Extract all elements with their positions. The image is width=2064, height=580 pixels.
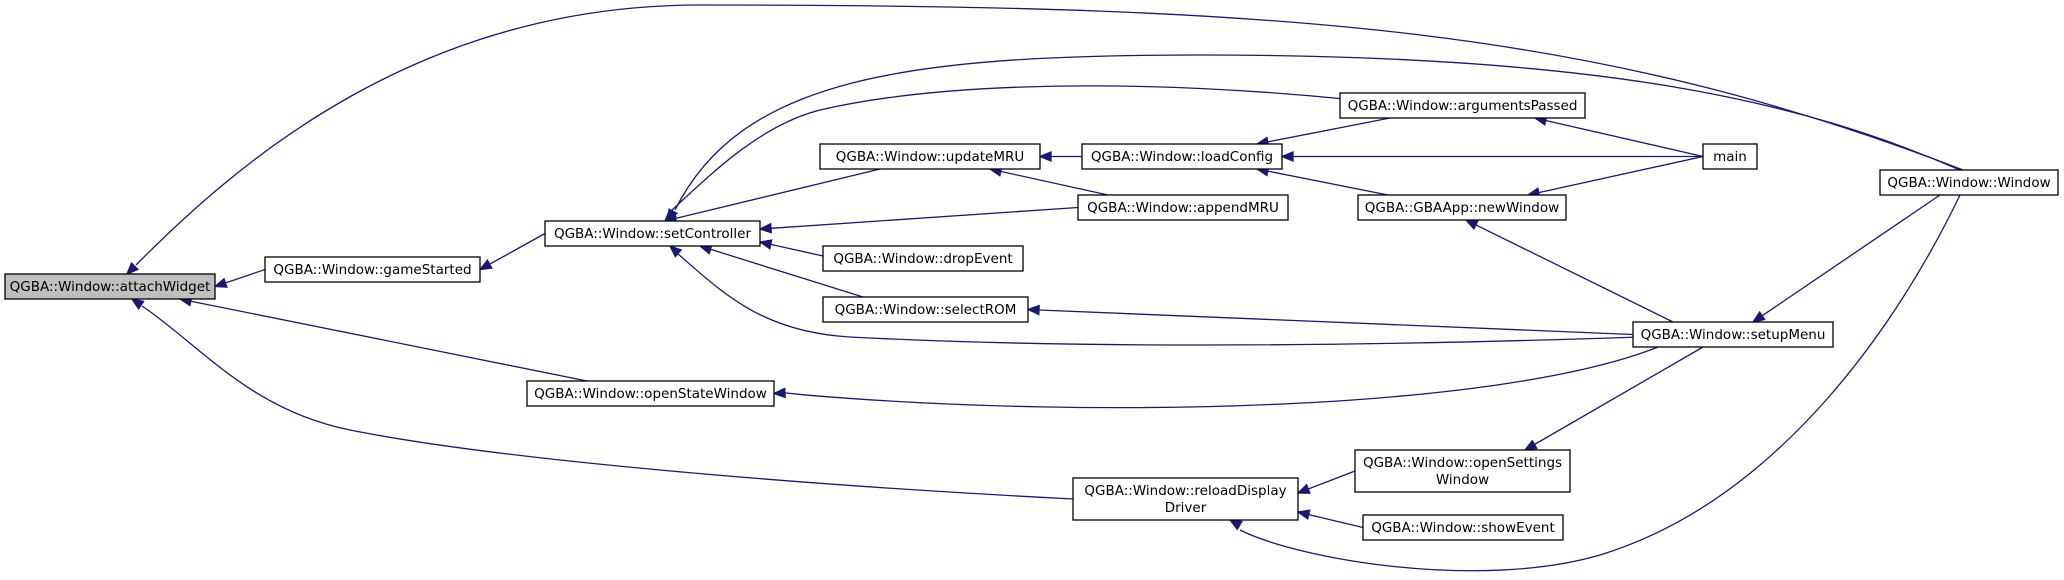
- node-box: [4, 273, 216, 300]
- node-label: QGBA::Window::attachWidget: [10, 279, 211, 295]
- edge-setupMenu-to-openSettings: [1523, 346, 1704, 451]
- node-box: [1362, 514, 1564, 541]
- node-gameStarted[interactable]: QGBA::Window::gameStarted: [264, 256, 481, 283]
- edge-loadConfig-to-updateMRU: [1038, 151, 1082, 162]
- call-edges: [125, 4, 1964, 572]
- edge-showEvent-to-reloadDisplay: [1296, 509, 1364, 529]
- edge-main-to-newWindow: [1526, 155, 1704, 198]
- node-box: [1081, 143, 1283, 170]
- node-attach[interactable]: QGBA::Window::attachWidget: [4, 273, 216, 300]
- edge-appendMRU-to-setController: [758, 206, 1079, 234]
- node-main[interactable]: main: [1702, 143, 1758, 170]
- edge-setupMenu-to-newWindow: [1464, 219, 1674, 323]
- edge-openStateWindow-to-attach: [178, 295, 588, 382]
- edge-main-to-argumentsPassed: [1533, 115, 1704, 158]
- edge-setupMenu-to-setController: [668, 244, 1641, 346]
- node-label: QGBA::Window::showEvent: [1371, 520, 1555, 536]
- node-loadConfig[interactable]: QGBA::Window::loadConfig: [1081, 143, 1283, 170]
- node-label: QGBA::Window::reloadDisplay: [1084, 483, 1286, 499]
- edge-reloadDisplay-to-attach: [130, 298, 1074, 500]
- node-openStateWindow[interactable]: QGBA::Window::openStateWindow: [526, 380, 775, 407]
- edge-windowCtor-to-setController: [667, 54, 1961, 223]
- node-label: QGBA::Window::setupMenu: [1641, 327, 1826, 343]
- node-label: QGBA::Window::loadConfig: [1091, 149, 1273, 165]
- node-label: main: [1713, 149, 1747, 165]
- node-label: QGBA::Window::setController: [554, 226, 752, 242]
- node-box: [264, 256, 481, 283]
- edge-windowCtor-to-reloadDisplay: [1228, 194, 1961, 572]
- node-selectROM[interactable]: QGBA::Window::selectROM: [822, 296, 1029, 323]
- node-box: [1339, 92, 1586, 119]
- node-box: [822, 245, 1024, 272]
- node-label: Driver: [1165, 500, 1207, 516]
- edge-setController-to-gameStarted: [478, 232, 546, 271]
- node-setupMenu[interactable]: QGBA::Window::setupMenu: [1632, 321, 1834, 348]
- edge-windowCtor-to-attach: [125, 4, 1964, 276]
- edge-dropEvent-to-setController: [758, 239, 824, 257]
- node-label: QGBA::Window::openStateWindow: [534, 386, 767, 402]
- node-label: QGBA::GBAApp::newWindow: [1365, 200, 1559, 216]
- node-argumentsPassed[interactable]: QGBA::Window::argumentsPassed: [1339, 92, 1586, 119]
- edge-windowCtor-to-setupMenu: [1751, 194, 1941, 323]
- node-newWindow[interactable]: QGBA::GBAApp::newWindow: [1357, 194, 1567, 221]
- node-box: [1077, 194, 1289, 221]
- edge-setupMenu-to-selectROM: [1026, 304, 1634, 336]
- node-dropEvent[interactable]: QGBA::Window::dropEvent: [822, 245, 1024, 272]
- node-label: QGBA::Window::argumentsPassed: [1348, 98, 1578, 114]
- node-label: QGBA::Window::appendMRU: [1087, 200, 1279, 216]
- node-label: QGBA::Window::Window: [1887, 175, 2050, 191]
- node-box: [819, 143, 1041, 170]
- node-box: [1357, 194, 1567, 221]
- node-showEvent[interactable]: QGBA::Window::showEvent: [1362, 514, 1564, 541]
- node-appendMRU[interactable]: QGBA::Window::appendMRU: [1077, 194, 1289, 221]
- edge-argumentsPassed-to-loadConfig: [1255, 117, 1391, 148]
- node-box: [544, 220, 761, 247]
- node-box: [1879, 169, 2059, 196]
- edge-newWindow-to-loadConfig: [1255, 165, 1389, 196]
- node-box: [1632, 321, 1834, 348]
- edge-updateMRU-to-setController: [663, 168, 881, 224]
- node-box: [526, 380, 775, 407]
- edge-gameStarted-to-attach: [213, 268, 266, 288]
- node-box: [822, 296, 1029, 323]
- edge-main-to-loadConfig: [1280, 151, 1703, 162]
- node-box: [1072, 477, 1299, 521]
- edge-openSettings-to-reloadDisplay: [1296, 470, 1356, 494]
- node-updateMRU[interactable]: QGBA::Window::updateMRU: [819, 143, 1041, 170]
- node-label: QGBA::Window::dropEvent: [833, 251, 1012, 267]
- node-box: [1702, 143, 1758, 170]
- edge-setupMenu-to-openStateWindow: [772, 346, 1659, 409]
- node-setController[interactable]: QGBA::Window::setController: [544, 220, 761, 247]
- node-label: QGBA::Window::openSettings: [1363, 455, 1562, 471]
- edge-appendMRU-to-updateMRU: [988, 166, 1109, 196]
- call-nodes: QGBA::Window::attachWidgetQGBA::Window::…: [4, 92, 2059, 541]
- node-label: QGBA::Window::updateMRU: [836, 149, 1025, 165]
- node-windowCtor[interactable]: QGBA::Window::Window: [1879, 169, 2059, 196]
- node-label: Window: [1436, 472, 1489, 488]
- node-label: QGBA::Window::selectROM: [835, 302, 1017, 318]
- node-label: QGBA::Window::gameStarted: [273, 262, 471, 278]
- node-box: [1354, 449, 1571, 493]
